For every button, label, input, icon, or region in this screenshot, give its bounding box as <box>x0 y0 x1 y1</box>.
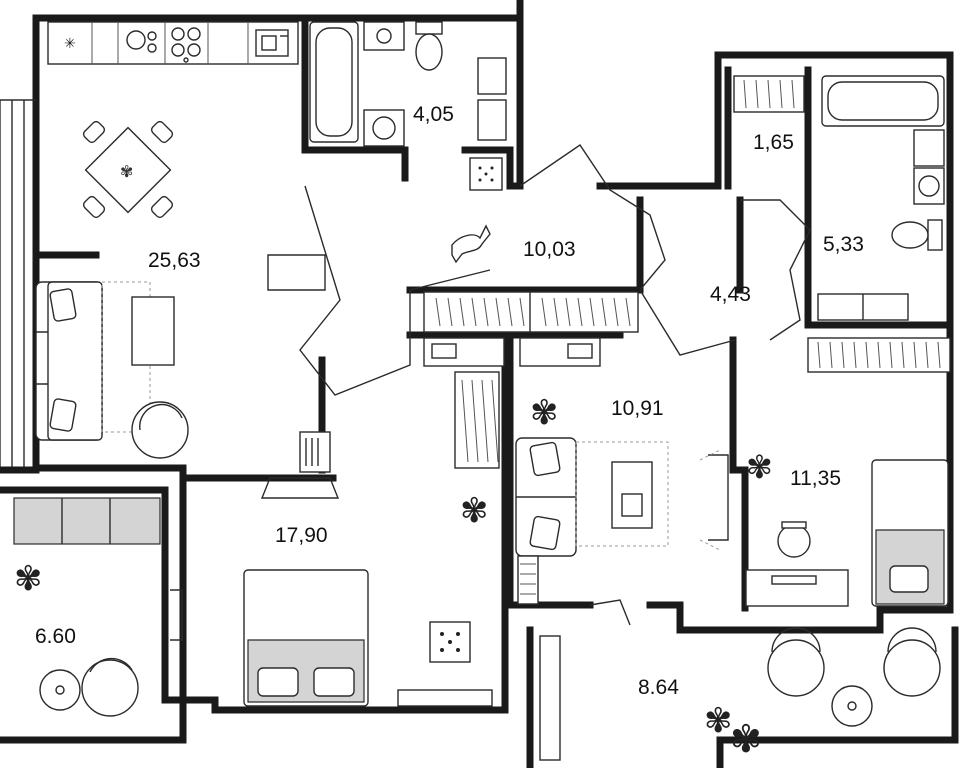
pillow-icon <box>313 667 355 697</box>
pillow-icon <box>257 667 299 697</box>
dog-icon <box>451 224 491 264</box>
wall-bath1-right <box>461 146 514 190</box>
kitchen-sink-icon <box>255 29 289 57</box>
area-label-living: 25,63 <box>148 249 201 272</box>
corridor-swing <box>740 199 811 341</box>
stove-icon <box>171 27 201 63</box>
dresser <box>260 477 340 499</box>
hall-outline-left <box>299 185 491 396</box>
balcony-door <box>170 589 183 641</box>
plant-icon: ✾ <box>530 393 559 433</box>
area-label-study: 10,91 <box>611 397 664 420</box>
sink-icon <box>126 30 157 53</box>
plant-icon: ✾ <box>746 448 773 486</box>
area-label-bedroom-2: 11,35 <box>790 467 841 490</box>
tv-unit <box>708 454 729 541</box>
side-table <box>39 669 81 711</box>
bathtub-icon <box>309 21 359 143</box>
rug <box>575 441 669 547</box>
pillow-icon <box>49 288 77 322</box>
storage-rack <box>733 75 805 113</box>
wall-balcony2 <box>526 626 959 768</box>
window-strip <box>539 635 561 761</box>
tv-unit <box>299 431 331 473</box>
armchair-icon <box>883 627 941 697</box>
chair-icon <box>777 521 811 558</box>
wall-bedroom2-right <box>876 331 954 614</box>
kitchen-counter: ✳ <box>47 21 299 65</box>
wall-study <box>506 336 594 609</box>
wall-kitchen-right <box>511 0 524 190</box>
area-label-bath-1: 4,05 <box>413 103 454 126</box>
plant-icon: ✾ <box>704 701 733 741</box>
wall-bath1 <box>301 14 409 154</box>
balcony-2-furniture: ✾ ✾ <box>539 627 941 761</box>
plant-icon: ✾ <box>730 717 762 761</box>
balcony-1-furniture: ✾ <box>13 497 183 717</box>
sink-icon <box>363 21 405 51</box>
hall-wardrobe <box>423 291 639 367</box>
cabinet <box>477 57 507 95</box>
plant-icon: ✾ <box>460 491 489 531</box>
wall-balcony1 <box>0 486 187 744</box>
pillow-icon <box>889 565 929 593</box>
dining-table: ✾ <box>82 120 174 219</box>
hall-outline-right <box>519 144 666 291</box>
bedroom-2-wardrobe <box>807 337 951 373</box>
bath-2-fixtures <box>817 75 945 321</box>
counter <box>47 21 299 65</box>
fridge-icon: ✳ <box>64 36 76 52</box>
plant-icon: ✾ <box>14 559 43 599</box>
wall-corridor <box>636 196 744 294</box>
coffee-table <box>131 296 175 366</box>
bedroom-2-furniture: ✾ <box>745 448 949 607</box>
wall-storage <box>724 66 812 190</box>
wall-study-bottom <box>646 596 884 634</box>
bathtub-icon <box>821 75 945 127</box>
pillow-icon <box>529 441 561 477</box>
side-table <box>831 685 873 727</box>
radiator <box>397 689 493 707</box>
wall-living-outer <box>32 0 524 472</box>
washing-machine-icon <box>363 109 405 147</box>
study-door-swing <box>639 289 736 356</box>
area-label-balcony-1: 6.60 <box>35 625 76 648</box>
sink-icon <box>913 129 945 167</box>
wall-right-top <box>596 51 954 334</box>
sofa <box>35 281 103 441</box>
pillow-icon <box>529 515 561 551</box>
toilet-icon <box>891 219 943 251</box>
bedroom-1-furniture: ✾ <box>243 371 500 707</box>
doors <box>299 144 811 626</box>
armchair-icon <box>131 401 189 459</box>
bench <box>13 497 161 545</box>
area-label-bath-2: 5,33 <box>823 233 864 256</box>
bath-1-fixtures <box>309 21 507 191</box>
wall-study-right <box>729 336 749 612</box>
study-bottom-door <box>589 599 631 626</box>
pillow-icon <box>49 398 77 432</box>
armchair-icon <box>767 627 825 697</box>
toilet-icon <box>415 21 443 71</box>
study-furniture: ✾ <box>515 393 729 605</box>
column <box>267 254 326 291</box>
area-label-corridor: 4,43 <box>710 283 751 306</box>
plant-icon: ✾ <box>120 162 133 181</box>
laptop-icon <box>611 461 653 529</box>
armchair-icon <box>81 657 139 717</box>
wall-bedroom1 <box>179 336 509 714</box>
window-left <box>0 99 36 468</box>
area-label-balcony-2: 8.64 <box>638 676 679 699</box>
shelf <box>517 555 539 605</box>
cabinet <box>477 99 507 141</box>
wall-bath2 <box>804 182 954 329</box>
area-label-hall: 10,03 <box>523 238 576 261</box>
area-label-wc-storage: 1,65 <box>753 131 794 154</box>
area-label-bedroom-1: 17,90 <box>275 524 328 547</box>
